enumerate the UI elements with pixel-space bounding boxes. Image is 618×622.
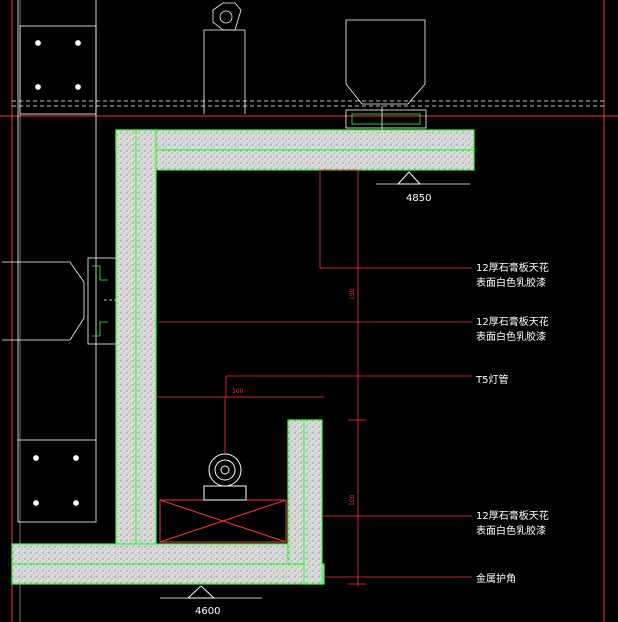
- gypsum-boards: [11, 129, 475, 585]
- annotation-4-line2: 表面白色乳胶漆: [476, 524, 546, 537]
- annotation-3-line1: T5灯管: [475, 373, 508, 386]
- main-runner: [12, 100, 604, 107]
- elevation-ceiling-label: 4850: [406, 193, 431, 204]
- annotation-1-line1: 12厚石膏板天花: [476, 261, 549, 274]
- dim-label-lip-height: 100: [349, 494, 356, 506]
- annotation-5-line1: 金属护角: [476, 572, 516, 585]
- annotation-4: 12厚石膏板天花 表面白色乳胶漆: [476, 509, 549, 537]
- suspension-clip: [345, 19, 427, 168]
- t5-lamp-fixture: [159, 453, 287, 543]
- annotation-2: 12厚石膏板天花 表面白色乳胶漆: [476, 315, 549, 343]
- annotation-3: T5灯管: [475, 373, 508, 386]
- vertical-board-inner: [135, 129, 157, 545]
- annotation-2-line1: 12厚石膏板天花: [476, 315, 549, 328]
- elevation-marker-floor: 4600: [160, 585, 262, 617]
- vertical-board-outer: [115, 129, 137, 545]
- annotation-1-line2: 表面白色乳胶漆: [476, 276, 546, 289]
- elevation-floor-label: 4600: [195, 606, 220, 617]
- bottom-board-outer: [11, 543, 289, 565]
- lip-board-inner: [303, 419, 323, 585]
- wall-column: [17, 0, 97, 523]
- dim-label-offset: 100: [232, 388, 244, 395]
- elevation-marker-ceiling: 4850: [376, 171, 470, 204]
- annotation-4-line1: 12厚石膏板天花: [476, 509, 549, 522]
- annotation-1: 12厚石膏板天花 表面白色乳胶漆: [476, 261, 549, 289]
- bottom-board-inner: [11, 563, 325, 585]
- hanger-bolt: [203, 2, 246, 114]
- dim-label-cove-height: 150: [349, 288, 356, 300]
- dimension-lines: [156, 169, 472, 586]
- annotation-2-line2: 表面白色乳胶漆: [476, 330, 546, 343]
- lip-board-outer: [287, 419, 305, 565]
- ceiling-board-inner: [155, 149, 475, 171]
- annotation-5: 金属护角: [476, 572, 516, 585]
- ceiling-board-outer: [115, 129, 475, 151]
